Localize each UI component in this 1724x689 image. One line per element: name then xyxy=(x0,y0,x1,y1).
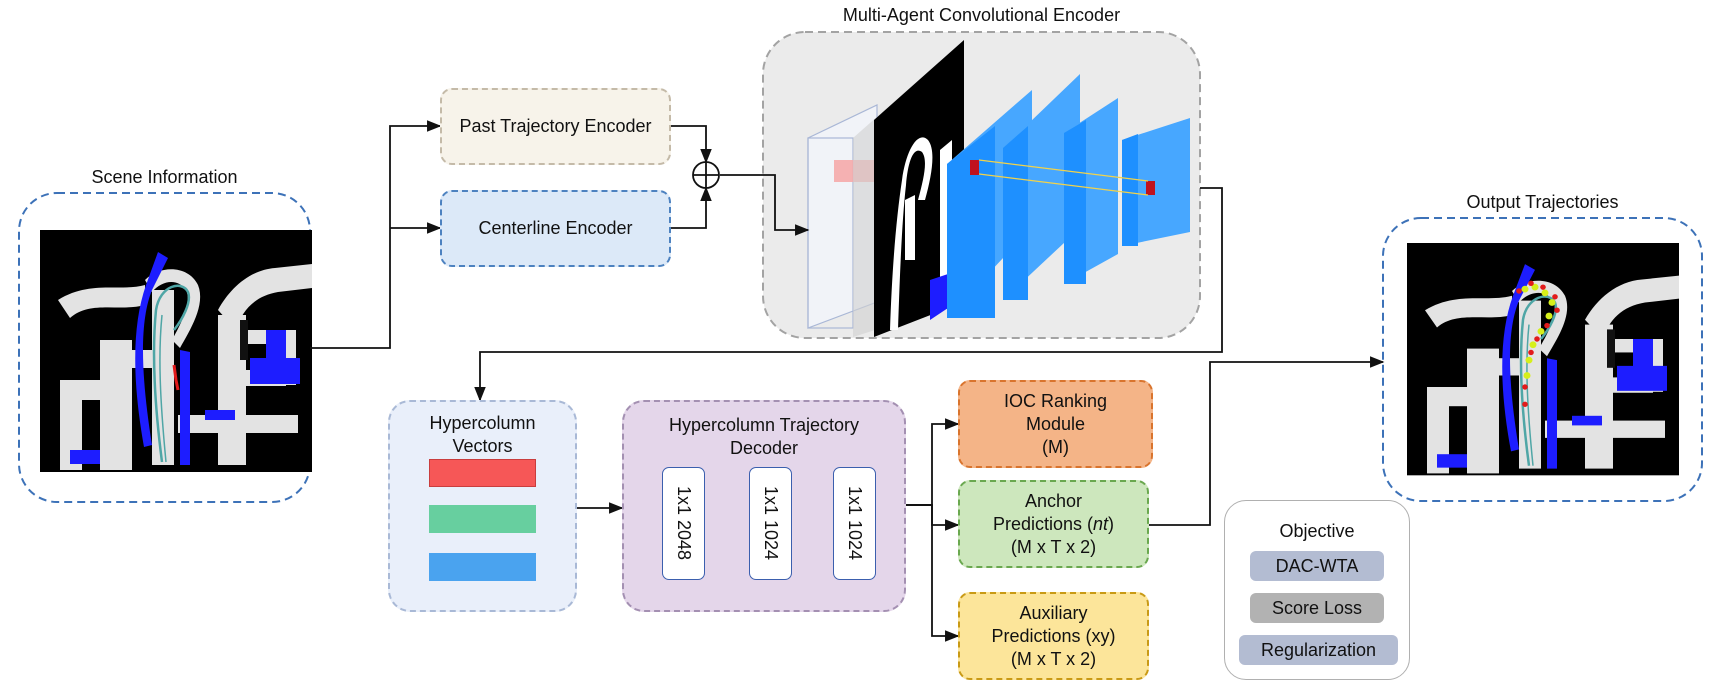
centerline-encoder-label: Centerline Encoder xyxy=(478,218,633,238)
ioc-ranking-module: IOC Ranking Module (M) xyxy=(958,380,1153,468)
decoder-title-line2: Decoder xyxy=(729,438,799,458)
objective-score-loss: Score Loss xyxy=(1250,593,1384,623)
decoder-title-line1: Hypercolumn Trajectory xyxy=(668,415,860,435)
ioc-line1: IOC Ranking xyxy=(1003,390,1108,411)
hypercolumn-vector-blue xyxy=(429,553,536,581)
decoder-block-3: 1x1 1024 xyxy=(833,467,876,580)
objective-dac-wta: DAC-WTA xyxy=(1250,551,1384,581)
auxiliary-line3: (M x T x 2) xyxy=(1010,648,1097,669)
output-map-image xyxy=(1405,241,1681,477)
anchor-line3: (M x T x 2) xyxy=(1010,536,1097,557)
anchor-line2: Predictions (nt) xyxy=(992,513,1115,534)
output-title: Output Trajectories xyxy=(1466,192,1619,212)
auxiliary-line2: Predictions (xy) xyxy=(991,625,1116,646)
scene-title: Scene Information xyxy=(91,167,238,187)
centerline-encoder: Centerline Encoder xyxy=(440,190,671,267)
auxiliary-predictions: Auxiliary Predictions (xy) (M x T x 2) xyxy=(958,592,1149,680)
anchor-line1: Anchor xyxy=(1024,490,1083,511)
encoder-title: Multi-Agent Convolutional Encoder xyxy=(842,5,1121,25)
concat-icon xyxy=(692,161,720,189)
decoder-block-1: 1x1 2048 xyxy=(662,467,705,580)
objective-regularization: Regularization xyxy=(1239,635,1398,665)
cnn-feature-maps xyxy=(947,74,1190,318)
hypercolumn-title-line2: Vectors xyxy=(452,436,513,456)
past-trajectory-encoder-label: Past Trajectory Encoder xyxy=(459,116,652,136)
ioc-line2: Module xyxy=(1025,413,1086,434)
hypercolumn-vector-red xyxy=(429,459,536,487)
auxiliary-line1: Auxiliary xyxy=(1019,602,1088,623)
hypercolumn-title-line1: Hypercolumn xyxy=(429,413,536,433)
connectors xyxy=(310,120,1385,642)
scene-map-image xyxy=(38,228,314,474)
hypercolumn-vector-green xyxy=(429,505,536,533)
anchor-predictions: Anchor Predictions (nt) (M x T x 2) xyxy=(958,480,1149,568)
ioc-line3: (M) xyxy=(1042,436,1069,457)
objective-title: Objective xyxy=(1279,521,1355,541)
decoder-block-2: 1x1 1024 xyxy=(749,467,792,580)
past-trajectory-encoder: Past Trajectory Encoder xyxy=(440,88,671,165)
